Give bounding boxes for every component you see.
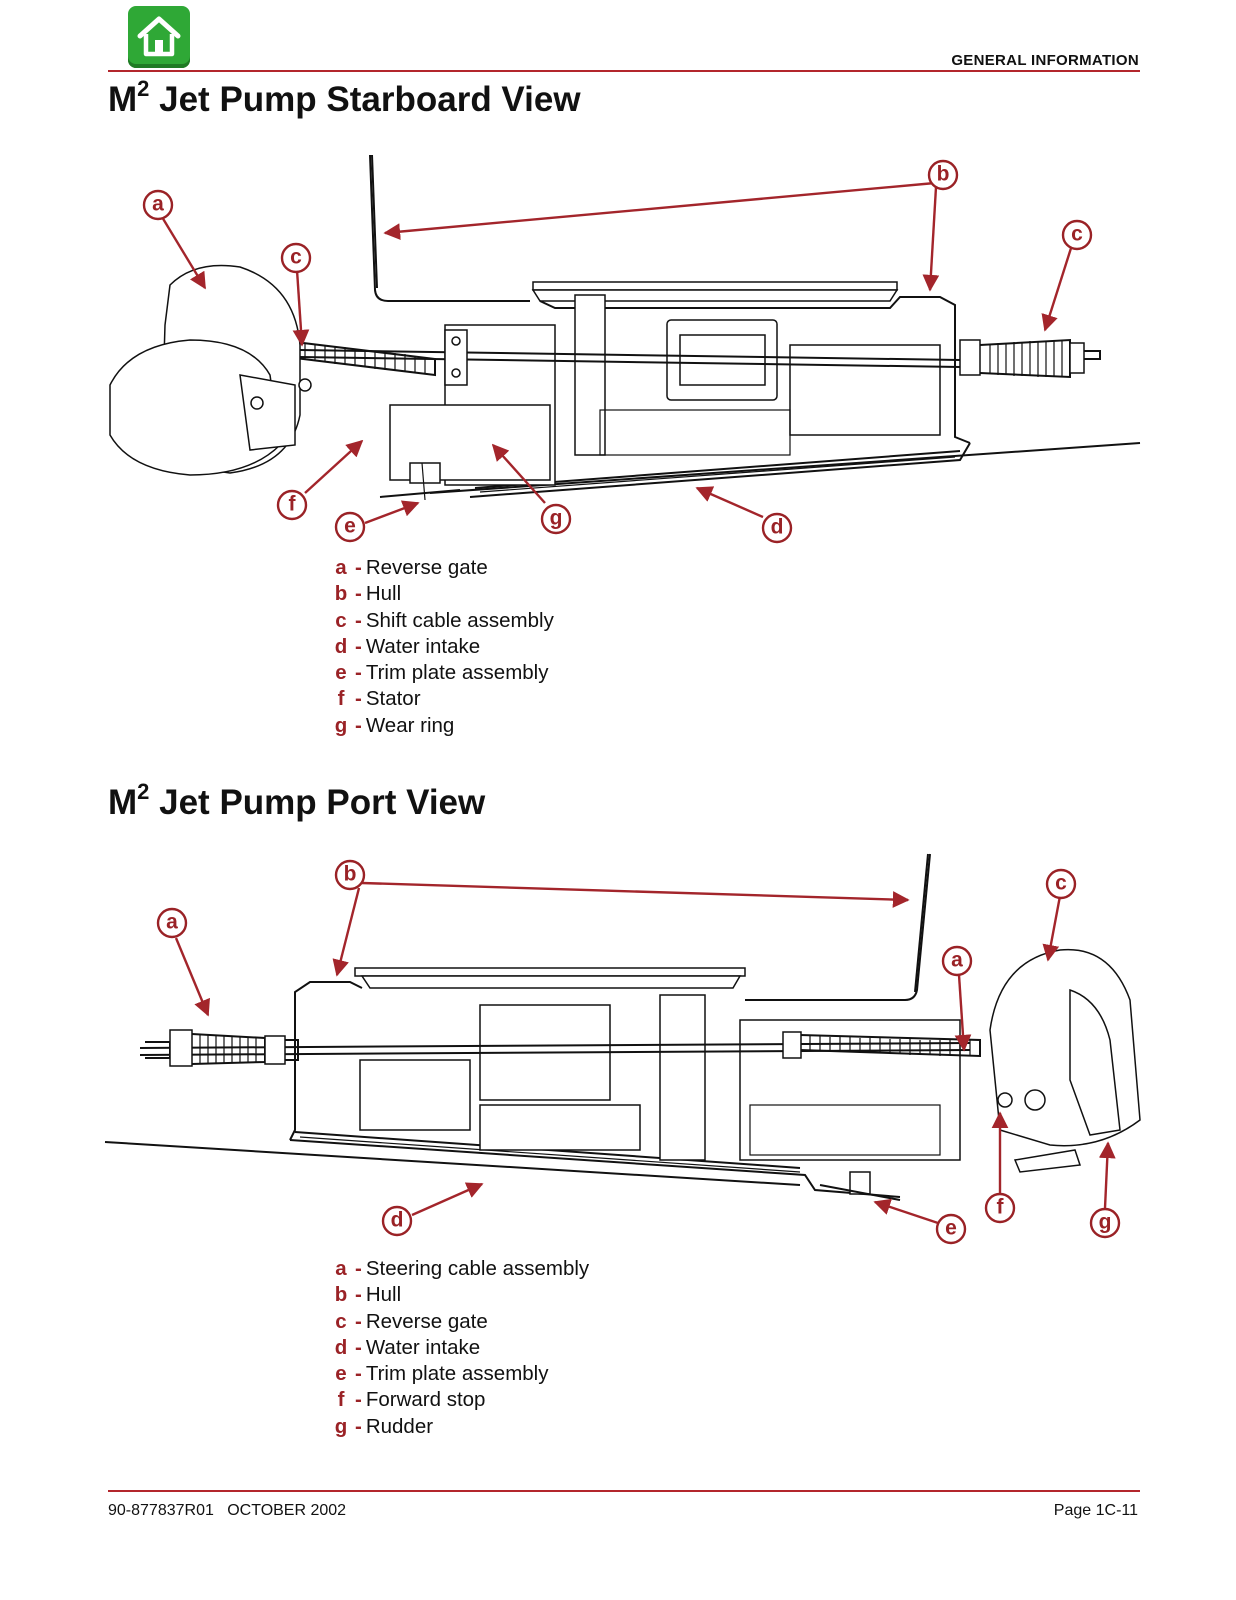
port-view-diagram: a a b c d e f g [104, 853, 1141, 1245]
svg-text:a: a [152, 193, 164, 216]
callout-f: f [276, 489, 308, 521]
callout-c: c [1045, 868, 1077, 900]
callout-b: b [334, 859, 366, 891]
callout-d: d [381, 1205, 413, 1237]
legend-item: a-Reverse gate [335, 556, 488, 579]
legend-item: c-Reverse gate [335, 1309, 488, 1333]
title-m: M [108, 783, 138, 822]
trim-plate-clip [819, 1171, 901, 1201]
title-text: Jet Pump Starboard View [149, 80, 581, 119]
shift-cable-bellows-right [959, 338, 1101, 379]
title-m: M [108, 80, 138, 119]
svg-text:e: e [945, 1217, 957, 1240]
figure-title-port: M2 Jet Pump Port View [108, 779, 486, 823]
callout-b: b [927, 159, 959, 191]
svg-text:a: a [166, 911, 178, 934]
title-text: Jet Pump Port View [149, 783, 486, 822]
svg-text:g: g [550, 507, 563, 530]
svg-text:d: d [771, 516, 784, 539]
callout-e: e [935, 1213, 967, 1245]
title-superscript: 2 [137, 779, 150, 804]
svg-text:c: c [290, 246, 302, 269]
callout-g: g [1089, 1207, 1121, 1239]
section-label: GENERAL INFORMATION [951, 52, 1139, 69]
page-number: Page 1C-11 [1053, 1502, 1138, 1519]
legend-item: c-Shift cable assembly [335, 608, 554, 632]
svg-text:c: c [1055, 872, 1067, 895]
starboard-view-diagram: a b c c d e f g [109, 154, 1141, 544]
legend-item: b-Hull [334, 582, 402, 606]
callout-a: a [142, 189, 174, 221]
reverse-gate-shape [109, 264, 312, 476]
doc-number: 90-877837R01 OCTOBER 2002 [108, 1502, 347, 1519]
figure-title-starboard: M2 Jet Pump Starboard View [108, 76, 581, 120]
legend-item: f-Forward stop [337, 1388, 486, 1412]
svg-text:a: a [951, 949, 963, 972]
svg-text:f: f [289, 493, 297, 516]
steering-cable-bellows-left [145, 1029, 299, 1067]
callout-d: d [761, 512, 793, 544]
home-icon [137, 16, 181, 57]
callout-f: f [984, 1192, 1016, 1224]
callout-e: e [334, 511, 366, 543]
callout-a-right: a [941, 945, 973, 977]
footer-rule [108, 1490, 1140, 1492]
trim-plate-clip [379, 462, 461, 501]
home-button[interactable] [128, 6, 190, 68]
callout-c-right: c [1061, 219, 1093, 251]
svg-text:g: g [1099, 1211, 1112, 1234]
svg-text:b: b [937, 163, 950, 186]
legend-item: e-Trim plate assembly [335, 661, 549, 685]
header-rule [108, 70, 1140, 72]
starboard-legend: a-Reverse gate b-Hull c-Shift cable asse… [333, 555, 554, 739]
svg-text:e: e [344, 515, 356, 538]
port-legend: a-Steering cable assembly b-Hull c-Rever… [333, 1256, 589, 1440]
legend-item: b-Hull [334, 1283, 402, 1307]
steering-cable-bellows-right [782, 1031, 981, 1059]
legend-item: a-Steering cable assembly [335, 1257, 590, 1280]
callout-g: g [540, 503, 572, 535]
legend-item: e-Trim plate assembly [335, 1362, 549, 1386]
callout-a-left: a [156, 907, 188, 939]
legend-item: d-Water intake [334, 1335, 481, 1359]
svg-text:c: c [1071, 223, 1083, 246]
svg-text:d: d [391, 1209, 404, 1232]
reverse-gate-shape [989, 948, 1141, 1173]
shift-cable-bellows-left [294, 329, 468, 386]
legend-item: f-Stator [337, 687, 421, 711]
legend-item: g-Wear ring [334, 713, 455, 737]
callout-c-left: c [280, 242, 312, 274]
svg-text:b: b [344, 863, 357, 886]
title-superscript: 2 [137, 76, 150, 101]
svg-text:f: f [997, 1196, 1005, 1219]
legend-item: g-Rudder [334, 1414, 434, 1438]
legend-item: d-Water intake [334, 634, 481, 658]
